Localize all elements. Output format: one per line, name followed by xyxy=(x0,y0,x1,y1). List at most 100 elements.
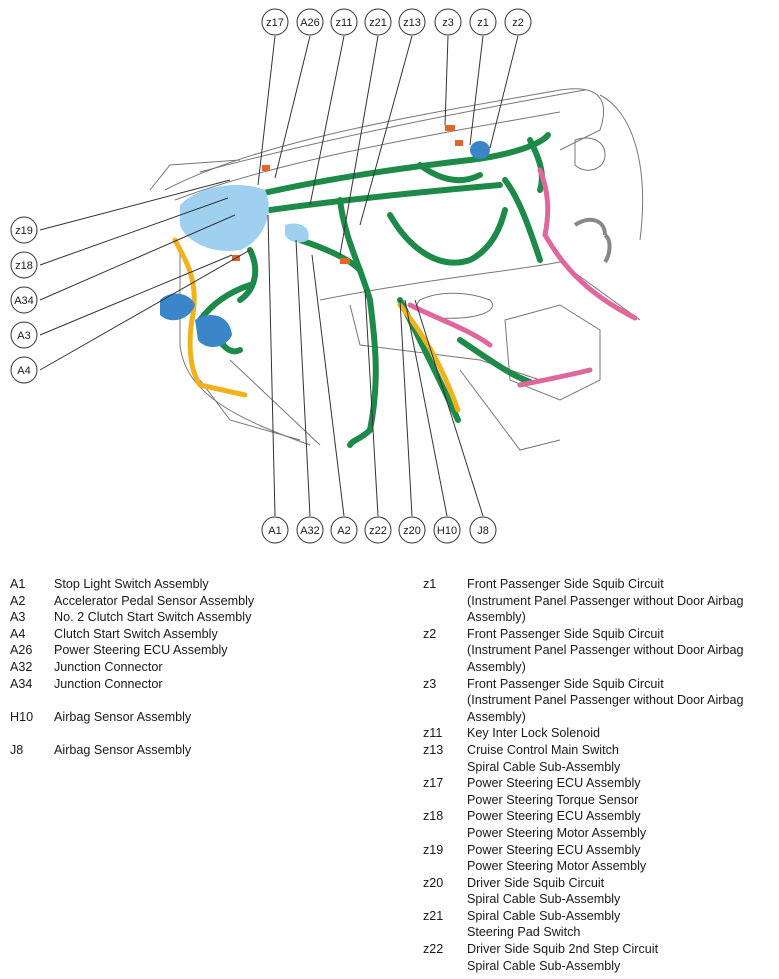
callout-label: A32 xyxy=(300,525,320,537)
callout-circle xyxy=(469,516,497,544)
callout-label: z18 xyxy=(15,260,33,272)
callout-label: z13 xyxy=(403,17,421,29)
legend-code: A26 xyxy=(10,643,33,658)
legend-entry-z11: z11 Key Inter Lock Solenoid xyxy=(423,725,779,742)
callout-circle xyxy=(261,516,289,544)
callout-circle xyxy=(10,216,38,244)
pink-harness xyxy=(407,167,638,388)
legend-description: Junction Connector xyxy=(54,676,410,693)
callout-label: z19 xyxy=(15,225,33,237)
legend-entry-a3: A3 No. 2 Clutch Start Switch Assembly xyxy=(10,609,410,626)
legend-code: z1 xyxy=(423,577,437,591)
legend-code: A1 xyxy=(10,577,26,591)
callout-z17: z17 xyxy=(261,8,289,36)
legend-entry-z1: z1 Front Passenger Side Squib Circuit(Ins… xyxy=(423,576,779,626)
dashboard-outline xyxy=(149,88,644,451)
callout-circle xyxy=(10,356,38,384)
callout-circle xyxy=(330,8,358,36)
callout-circle xyxy=(469,8,497,36)
callout-label: z3 xyxy=(442,17,454,29)
legend-description: Front Passenger Side Squib Circuit(Instr… xyxy=(467,626,779,676)
callout-z2: z2 xyxy=(504,8,532,36)
callout-z11: z11 xyxy=(330,8,358,36)
legend-description-line: Junction Connector xyxy=(54,659,163,674)
legend-code: A4 xyxy=(10,626,26,641)
legend-description: Power Steering ECU Assembly xyxy=(54,642,410,659)
callout-label: z21 xyxy=(369,17,387,29)
callout-label: z22 xyxy=(369,525,387,537)
callout-circle xyxy=(10,321,38,349)
blue-components xyxy=(160,141,490,347)
legend-entry-h10: H10 Airbag Sensor Assembly xyxy=(10,709,410,726)
legend-code: z21 xyxy=(423,908,444,923)
callout-circle xyxy=(398,8,426,36)
legend-description: Stop Light Switch Assembly xyxy=(54,576,410,593)
callout-circle xyxy=(504,8,532,36)
legend-entry-a26: A26 Power Steering ECU Assembly xyxy=(10,642,410,659)
callout-label: z20 xyxy=(403,525,421,537)
callout-circle xyxy=(10,251,38,279)
legend-code: z19 xyxy=(423,842,444,857)
callout-label: A3 xyxy=(17,330,30,342)
legend-description-line: Key Inter Lock Solenoid xyxy=(467,726,601,741)
legend-description-line: Front Passenger Side Squib Circuit xyxy=(467,676,664,691)
callout-label: A2 xyxy=(337,525,350,537)
callout-circle xyxy=(296,8,324,36)
legend-description: Front Passenger Side Squib Circuit(Instr… xyxy=(467,576,779,626)
legend-code: A34 xyxy=(10,676,33,691)
callout-z1: z1 xyxy=(469,8,497,36)
legend-code: z11 xyxy=(423,726,443,741)
legend-description-line: Accelerator Pedal Sensor Assembly xyxy=(54,593,255,608)
callout-a3: A3 xyxy=(10,321,38,349)
legend-description: Airbag Sensor Assembly xyxy=(54,709,410,726)
callout-z22: z22 xyxy=(364,516,392,544)
callout-circle xyxy=(398,516,426,544)
legend-spacer xyxy=(10,725,410,742)
gray-parts xyxy=(573,217,612,264)
legend-description-line: Driver Side Squib Circuit xyxy=(467,875,605,890)
callout-z3: z3 xyxy=(434,8,462,36)
legend-code: H10 xyxy=(10,709,34,724)
callout-label: z1 xyxy=(477,17,489,29)
callout-a1: A1 xyxy=(261,516,289,544)
leader-lines xyxy=(39,35,519,517)
legend-description-line: Power Steering Motor Assembly xyxy=(467,825,647,840)
callout-label: A1 xyxy=(268,525,281,537)
callout-label: z2 xyxy=(512,17,524,29)
callout-circle xyxy=(434,8,462,36)
legend-code: z20 xyxy=(423,875,444,890)
legend-description-line: Power Steering ECU Assembly xyxy=(467,809,641,824)
legend-description-line: (Instrument Panel Passenger without Door… xyxy=(467,593,744,608)
legend-description-line: Power Steering ECU Assembly xyxy=(467,842,641,857)
callout-a34: A34 xyxy=(10,286,38,314)
legend-description: Junction Connector xyxy=(54,659,410,676)
legend-entry-a1: A1 Stop Light Switch Assembly xyxy=(10,576,410,593)
legend-code: A3 xyxy=(10,610,26,625)
callout-circle xyxy=(364,8,392,36)
callout-label: A26 xyxy=(300,17,320,29)
callout-label: A34 xyxy=(14,295,34,307)
callout-circle xyxy=(296,516,324,544)
legend-description: No. 2 Clutch Start Switch Assembly xyxy=(54,609,410,626)
callout-label: A4 xyxy=(17,365,30,377)
legend-description-line: (Instrument Panel Passenger without Door… xyxy=(467,693,744,708)
legend-description-line: Power Steering Torque Sensor xyxy=(467,792,639,807)
legend-entry-a34: A34 Junction Connector xyxy=(10,676,410,693)
callout-z19: z19 xyxy=(10,216,38,244)
legend-code: z3 xyxy=(423,676,437,691)
legend-description: Accelerator Pedal Sensor Assembly xyxy=(54,593,410,610)
